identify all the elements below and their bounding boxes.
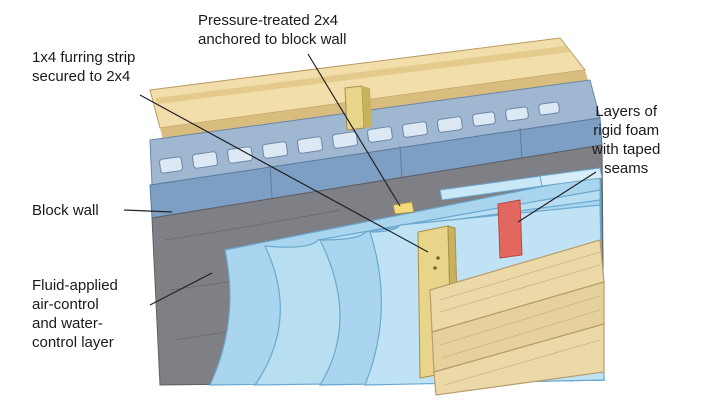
back-2x4-post <box>344 85 372 131</box>
label-block-wall: Block wall <box>32 202 99 219</box>
label-rigid-foam: Layers of rigid foam with taped seams <box>592 103 661 177</box>
small-2x4-block <box>392 201 415 215</box>
taped-seam <box>497 199 523 259</box>
label-fluid-applied: Fluid-applied air-control and water- con… <box>32 277 118 351</box>
siding <box>429 239 605 396</box>
leader-pressure-treated <box>307 53 401 207</box>
leader-furring-strip <box>139 94 429 253</box>
label-pressure-treated: Pressure-treated 2x4 anchored to block w… <box>198 12 347 48</box>
block-wall-top <box>149 79 601 186</box>
label-furring-strip: 1x4 furring strip secured to 2x4 <box>32 49 136 85</box>
top-framing <box>149 37 588 140</box>
leader-rigid-foam <box>517 171 597 223</box>
leader-fluid-applied <box>149 272 213 306</box>
leader-block-wall <box>123 209 173 213</box>
leader-lines <box>123 53 597 306</box>
